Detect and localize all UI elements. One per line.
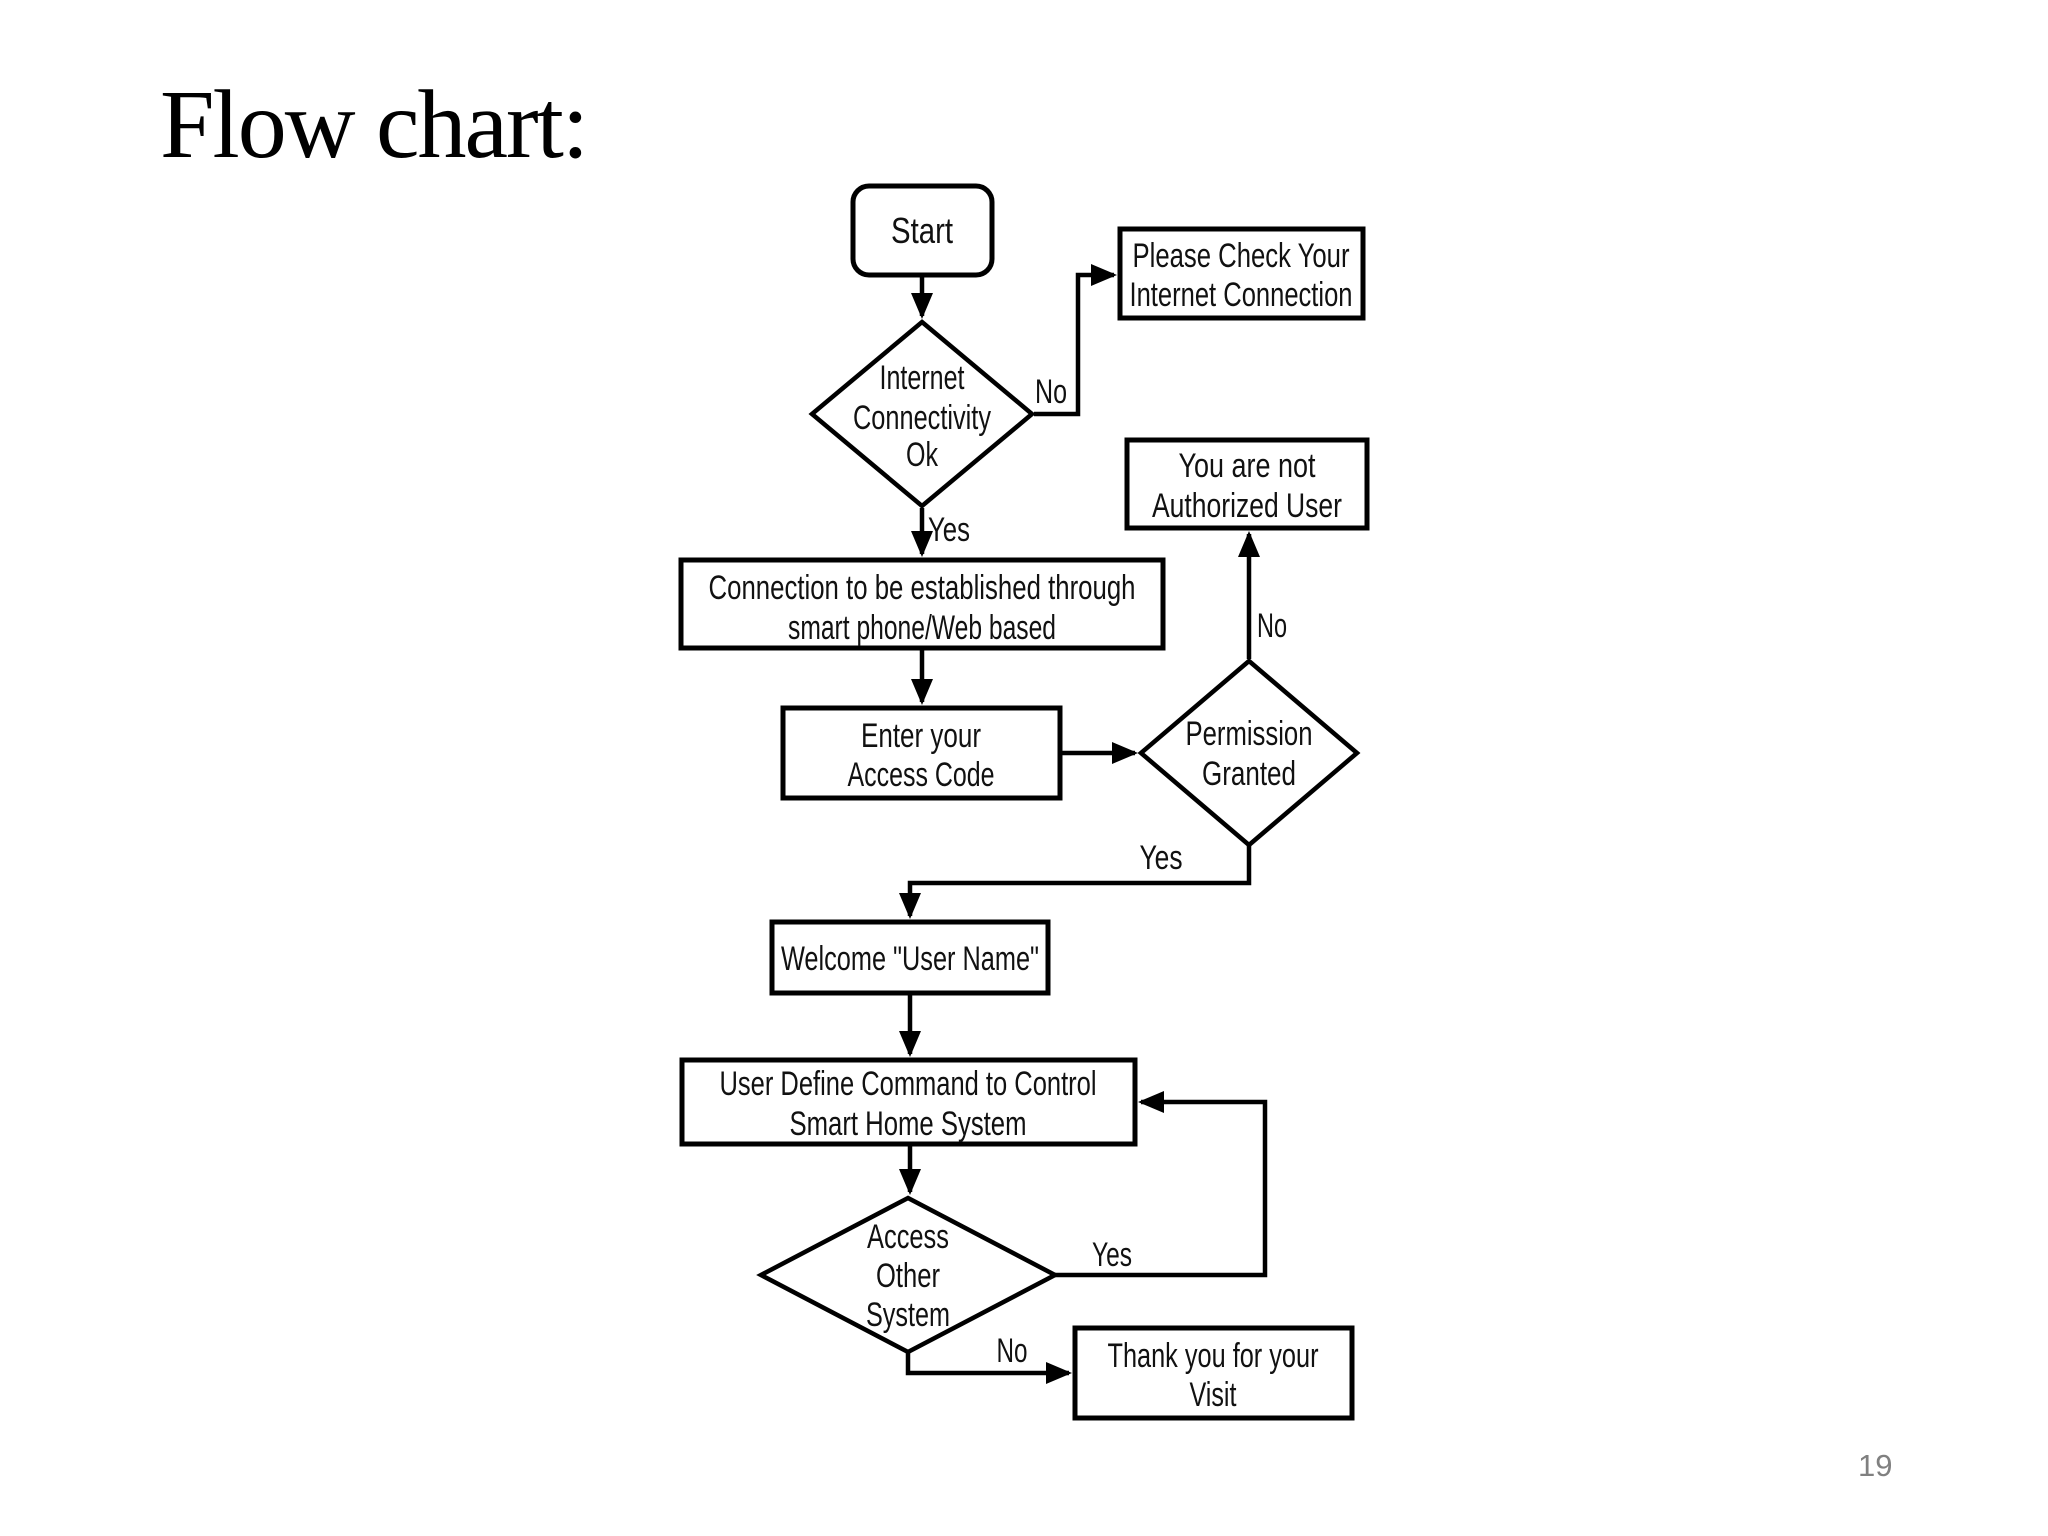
edge-access-yes-loop-to-user-define bbox=[1055, 1091, 1268, 1278]
user-define-line2: Smart Home System bbox=[790, 1105, 1027, 1143]
page-number: 19 bbox=[1858, 1448, 1893, 1483]
check-internet-box-shape bbox=[1117, 226, 1366, 321]
thank-you-line1: Thank you for your bbox=[1108, 1337, 1319, 1375]
edge-label-access-no: No bbox=[997, 1332, 1028, 1370]
start-label: Start bbox=[891, 210, 953, 251]
node-start: Start bbox=[850, 183, 995, 278]
enter-code-line1: Enter your bbox=[861, 717, 981, 755]
internet-ok-line1: Internet bbox=[880, 359, 965, 397]
edge-label-permission-no: No bbox=[1257, 607, 1287, 645]
connection-established-line2: smart phone/Web based bbox=[788, 609, 1056, 647]
connection-established-line1: Connection to be established through bbox=[709, 569, 1136, 607]
edge-label-permission-yes: Yes bbox=[1140, 839, 1183, 877]
node-welcome: Welcome "User Name" bbox=[769, 919, 1051, 996]
edge-labels: No Yes No Yes Yes No bbox=[928, 373, 1287, 1370]
edge-access-no-to-thank-you bbox=[905, 1352, 1072, 1384]
node-check-internet: Please Check Your Internet Connection bbox=[1117, 226, 1366, 321]
node-access-other-system: Access Other System bbox=[756, 1195, 1060, 1355]
not-authorized-line2: Authorized User bbox=[1152, 487, 1342, 525]
enter-code-line2: Access Code bbox=[848, 756, 995, 794]
thank-you-box-shape bbox=[1072, 1325, 1355, 1421]
edge-internet-no-to-check-internet bbox=[1034, 264, 1117, 417]
check-internet-line2: Internet Connection bbox=[1130, 276, 1353, 314]
user-define-line1: User Define Command to Control bbox=[720, 1065, 1097, 1103]
edge-label-access-yes: Yes bbox=[1092, 1236, 1132, 1274]
node-thank-you: Thank you for your Visit bbox=[1072, 1325, 1355, 1421]
edges bbox=[899, 264, 1268, 1384]
edge-label-internet-yes: Yes bbox=[928, 511, 970, 549]
access-other-line2: Other bbox=[876, 1257, 940, 1295]
internet-ok-line2: Connectivity bbox=[853, 399, 991, 437]
thank-you-line2: Visit bbox=[1190, 1376, 1237, 1414]
permission-granted-line1: Permission bbox=[1186, 715, 1313, 753]
connection-established-box-shape bbox=[678, 557, 1166, 651]
permission-granted-diamond-shape bbox=[1137, 658, 1361, 848]
permission-granted-line2: Granted bbox=[1202, 755, 1296, 793]
slide-title: Flow chart: bbox=[160, 71, 589, 179]
internet-ok-diamond-shape bbox=[808, 319, 1036, 509]
node-connection-established: Connection to be established through sma… bbox=[678, 557, 1166, 651]
node-permission-granted: Permission Granted bbox=[1137, 658, 1361, 848]
access-other-line3: System bbox=[866, 1296, 950, 1334]
welcome-box-shape bbox=[769, 919, 1051, 996]
enter-code-box-shape bbox=[780, 705, 1063, 801]
node-internet-connectivity-ok: Internet Connectivity Ok bbox=[808, 319, 1036, 509]
not-authorized-box-shape bbox=[1124, 437, 1370, 531]
welcome-label: Welcome "User Name" bbox=[781, 940, 1039, 978]
node-user-define-command: User Define Command to Control Smart Hom… bbox=[679, 1057, 1138, 1147]
check-internet-line1: Please Check Your bbox=[1133, 237, 1350, 275]
node-not-authorized: You are not Authorized User bbox=[1124, 437, 1370, 531]
edge-permission-yes-to-welcome bbox=[899, 845, 1252, 919]
not-authorized-line1: You are not bbox=[1179, 447, 1316, 485]
internet-ok-line3: Ok bbox=[906, 436, 939, 474]
user-define-box-shape bbox=[679, 1057, 1138, 1147]
access-other-diamond-shape bbox=[756, 1195, 1060, 1355]
node-enter-access-code: Enter your Access Code bbox=[780, 705, 1063, 801]
nodes: Start Internet Connectivity Ok Please Ch… bbox=[678, 183, 1370, 1421]
start-terminator-shape bbox=[850, 183, 995, 278]
access-other-line1: Access bbox=[867, 1218, 949, 1256]
edge-label-internet-no: No bbox=[1035, 373, 1067, 411]
